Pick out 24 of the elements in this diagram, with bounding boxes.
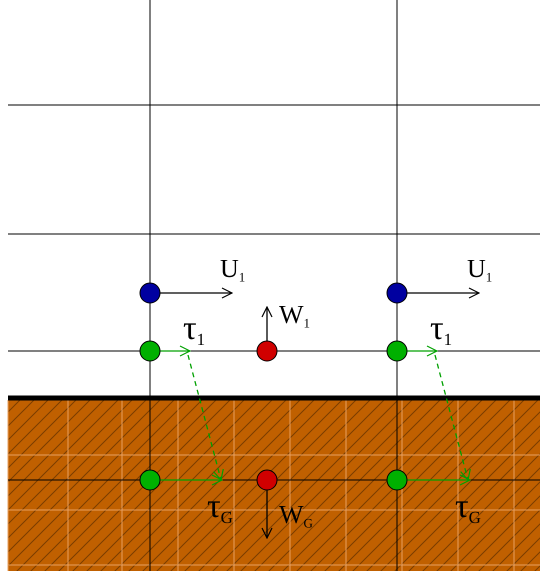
arrow — [261, 490, 273, 539]
edge-label: τ$_{1}$ — [430, 312, 452, 348]
arrow — [160, 287, 233, 299]
arrow — [261, 306, 273, 341]
edge-label: τ$_{1}$ — [183, 312, 206, 348]
grid-point-dot — [386, 470, 408, 490]
arrow — [160, 474, 223, 486]
arrow — [407, 287, 480, 299]
edge-label: τ$_{G}$ — [455, 490, 481, 526]
edge-label: U$_{1}$ — [220, 256, 246, 284]
edge-label: τ$_{G}$ — [207, 490, 233, 526]
arrow — [407, 474, 471, 486]
arrow — [160, 345, 191, 357]
arrow — [407, 345, 438, 357]
grid-point-dot — [386, 340, 408, 362]
grid-point-dot — [140, 282, 160, 304]
grid-point-dot — [256, 470, 278, 490]
edge-label: U$_{1}$ — [467, 256, 492, 284]
edge-label: W$_{G}$ — [279, 502, 313, 530]
grid-point-dot — [140, 470, 160, 490]
edge-label: W$_{1}$ — [279, 302, 310, 330]
grid-point-dot — [256, 340, 278, 362]
grid-point-dot — [386, 282, 408, 304]
grid-point-dot — [140, 340, 160, 362]
